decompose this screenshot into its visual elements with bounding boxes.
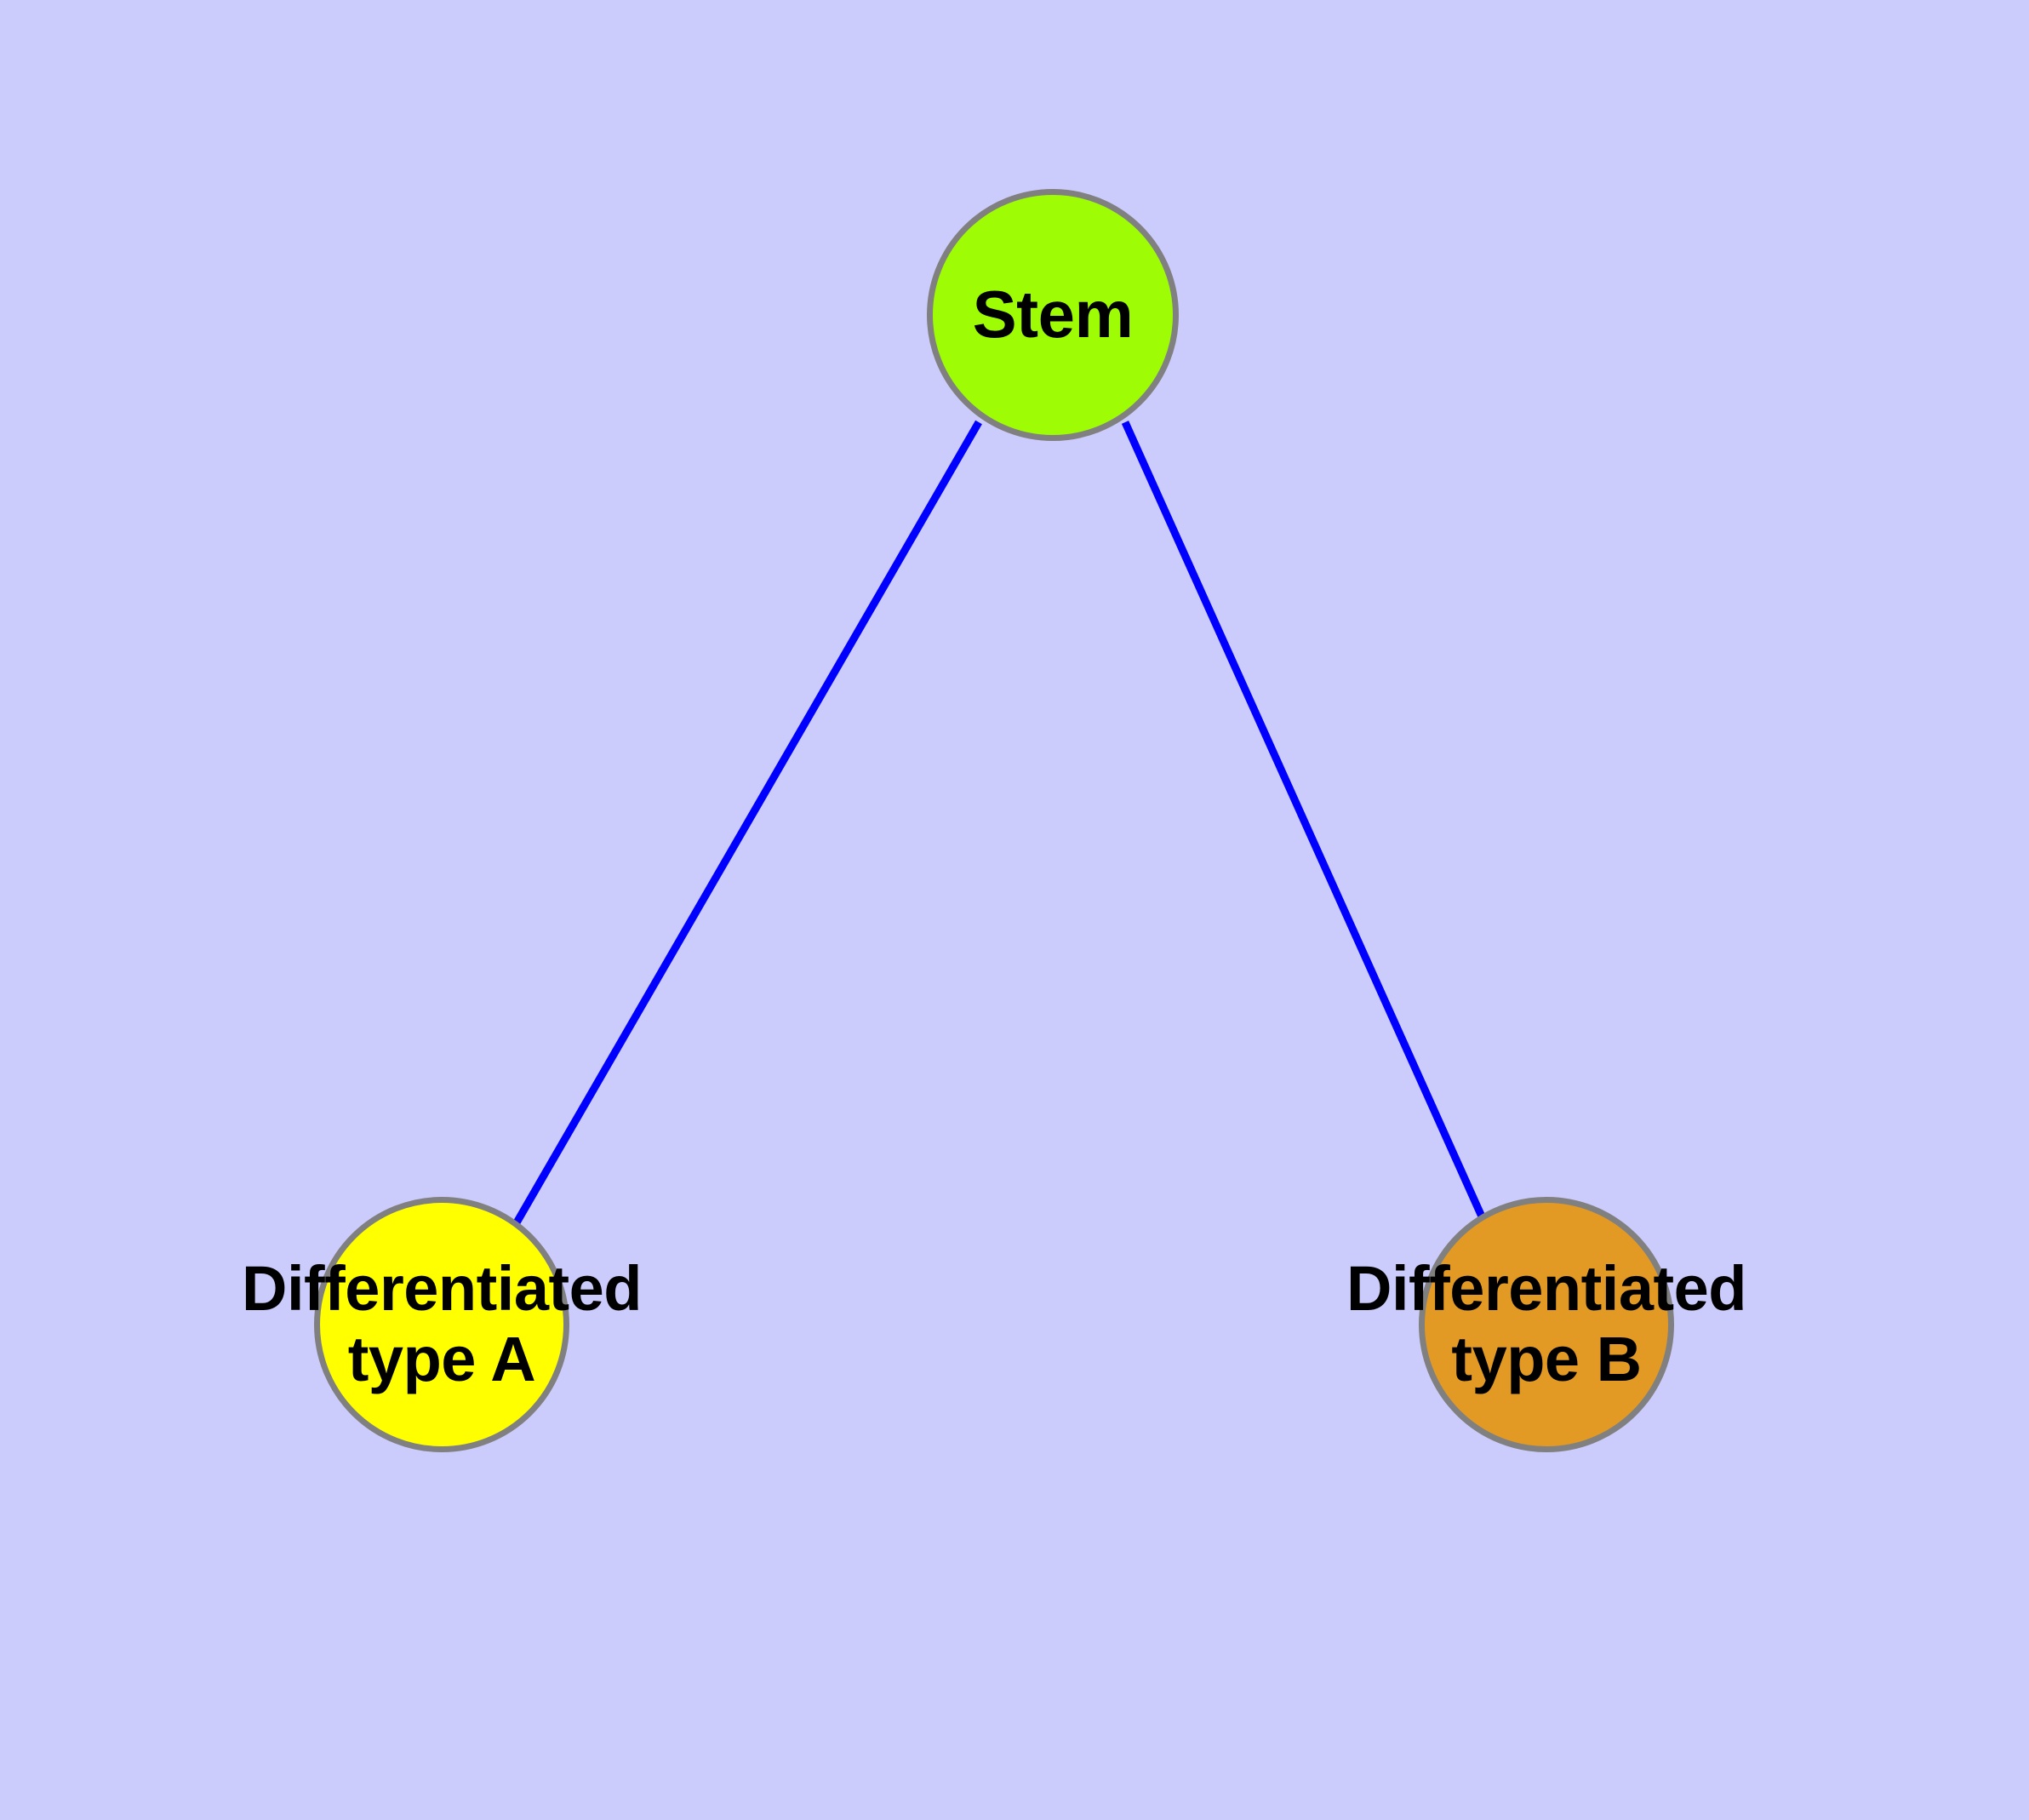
edge-stem-to-differentiated-type-a	[512, 420, 982, 1227]
node-stem[interactable]	[927, 189, 1179, 441]
edge-stem-to-differentiated-type-b	[1121, 421, 1489, 1226]
node-differentiated-type-a[interactable]	[314, 1197, 569, 1452]
node-differentiated-type-b[interactable]	[1419, 1197, 1674, 1452]
